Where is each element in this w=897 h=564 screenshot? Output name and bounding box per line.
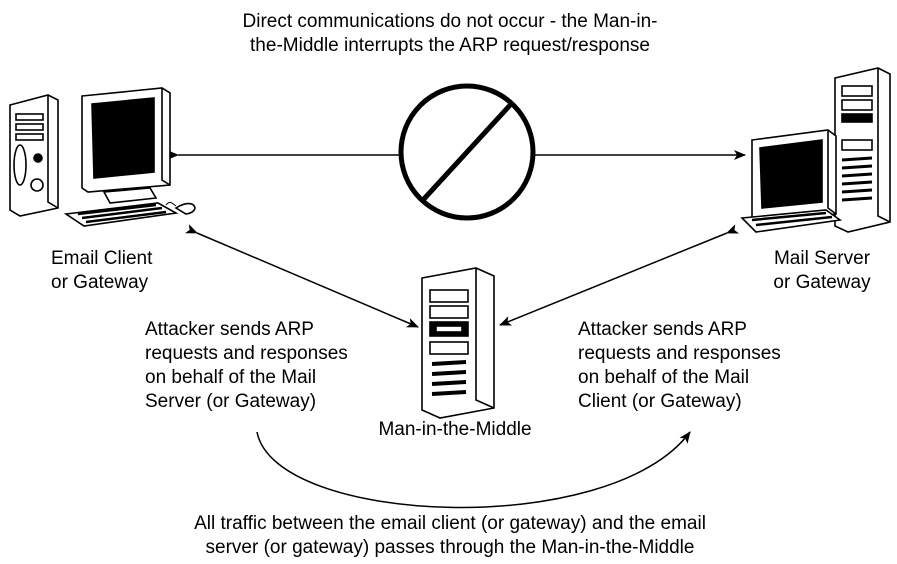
bottom-caption: All traffic between the email client (or…: [150, 512, 750, 560]
right-note: Attacker sends ARP requests and response…: [578, 318, 781, 414]
left-note-line3: on behalf of the Mail: [145, 367, 317, 388]
mitm-label: Man-in-the-Middle: [378, 419, 532, 440]
server-label-line2: or Gateway: [773, 272, 871, 293]
right-note-line4: Client (or Gateway): [578, 391, 742, 412]
client-label-line2: or Gateway: [51, 272, 149, 293]
bottom-caption-line1: All traffic between the email client (or…: [194, 513, 706, 534]
left-note-line4: Server (or Gateway): [145, 391, 317, 412]
right-note-line2: requests and responses: [578, 343, 781, 364]
top-caption-line1: Direct communications do not occur - the…: [242, 11, 658, 32]
mitm-computer-icon: [421, 267, 495, 419]
left-note-line2: requests and responses: [145, 343, 348, 364]
server-label: Mail Server or Gateway: [752, 247, 892, 295]
top-caption-line2: the-Middle interrupts the ARP request/re…: [250, 35, 650, 56]
client-mitm-arrow: [184, 224, 419, 328]
right-note-line1: Attacker sends ARP: [578, 319, 747, 340]
left-note: Attacker sends ARP requests and response…: [145, 318, 348, 414]
client-label-line1: Email Client: [51, 248, 153, 269]
server-label-line1: Mail Server: [773, 248, 871, 269]
client-computer-icon: [9, 87, 196, 227]
traffic-flow-curve: [256, 431, 691, 509]
prohibited-icon: [398, 83, 536, 221]
server-mitm-arrow: [499, 224, 740, 326]
server-computer-icon: [740, 67, 891, 233]
right-note-line3: on behalf of the Mail: [578, 367, 750, 388]
bottom-caption-line2: server (or gateway) passes through the M…: [205, 537, 695, 558]
client-label: Email Client or Gateway: [51, 247, 152, 295]
top-caption: Direct communications do not occur - the…: [200, 10, 700, 58]
left-note-line1: Attacker sends ARP: [145, 319, 314, 340]
